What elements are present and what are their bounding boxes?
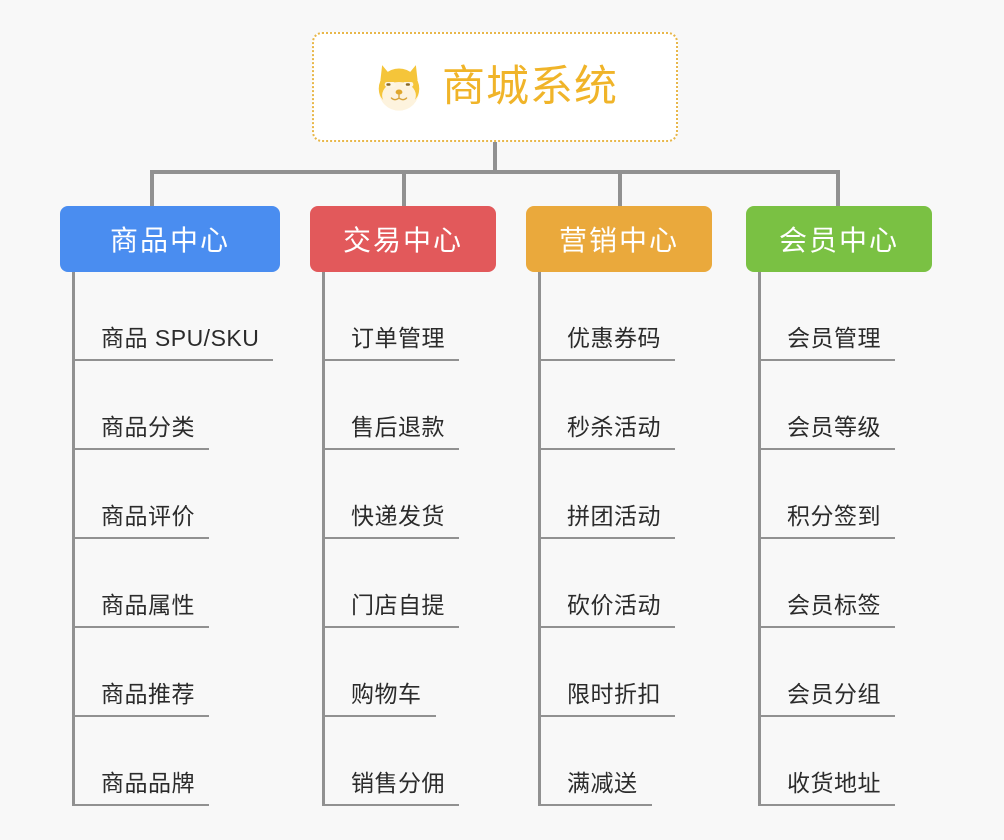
category-box-member-center[interactable]: 会员中心 [746,206,932,272]
category-label: 营销中心 [558,225,679,256]
leaf-label: 砍价活动 [541,586,675,628]
connector-horizontal-bus [150,170,840,174]
list-item[interactable]: 砍价活动 [541,539,746,628]
root-node[interactable]: 商城系统 [312,32,678,142]
leaf-label: 优惠券码 [541,319,675,361]
category-box-product-center[interactable]: 商品中心 [60,206,280,272]
leaf-list-trade-center: 订单管理 售后退款 快递发货 门店自提 购物车 销售分佣 [322,272,530,806]
list-item[interactable]: 商品推荐 [75,628,280,717]
connector-root-stem [493,142,497,173]
leaf-label: 购物车 [325,675,436,717]
category-box-trade-center[interactable]: 交易中心 [310,206,496,272]
column-member-center: 会员中心 会员管理 会员等级 积分签到 会员标签 会员分组 收货地址 [746,206,966,806]
list-item[interactable]: 积分签到 [761,450,966,539]
list-item[interactable]: 收货地址 [761,717,966,806]
leaf-list-marketing-center: 优惠券码 秒杀活动 拼团活动 砍价活动 限时折扣 满减送 [538,272,746,806]
leaf-label: 收货地址 [761,764,895,806]
list-item[interactable]: 销售分佣 [325,717,530,806]
list-item[interactable]: 门店自提 [325,539,530,628]
connector-drop-member-center [836,170,840,208]
connector-drop-product-center [150,170,154,208]
list-item[interactable]: 商品评价 [75,450,280,539]
list-item[interactable]: 商品 SPU/SKU [75,272,280,361]
leaf-label: 门店自提 [325,586,459,628]
leaf-list-product-center: 商品 SPU/SKU 商品分类 商品评价 商品属性 商品推荐 商品品牌 [72,272,280,806]
leaf-label: 满减送 [541,764,652,806]
leaf-label: 会员分组 [761,675,895,717]
category-label: 会员中心 [778,225,899,256]
leaf-label: 限时折扣 [541,675,675,717]
leaf-label: 商品推荐 [75,675,209,717]
leaf-label: 会员管理 [761,319,895,361]
leaf-label: 销售分佣 [325,764,459,806]
list-item[interactable]: 限时折扣 [541,628,746,717]
leaf-label: 商品 SPU/SKU [75,319,274,361]
leaf-label: 会员等级 [761,408,895,450]
category-box-marketing-center[interactable]: 营销中心 [526,206,712,272]
list-item[interactable]: 商品品牌 [75,717,280,806]
connector-drop-marketing-center [618,170,622,208]
list-item[interactable]: 会员标签 [761,539,966,628]
list-item[interactable]: 商品分类 [75,361,280,450]
category-label: 交易中心 [342,225,463,256]
leaf-label: 积分签到 [761,497,895,539]
root-title: 商城系统 [442,62,618,111]
category-label: 商品中心 [109,225,230,256]
shiba-dog-face-icon [378,65,420,111]
list-item[interactable]: 会员等级 [761,361,966,450]
list-item[interactable]: 会员分组 [761,628,966,717]
leaf-label: 秒杀活动 [541,408,675,450]
leaf-label: 订单管理 [325,319,459,361]
list-item[interactable]: 满减送 [541,717,746,806]
leaf-label: 商品分类 [75,408,209,450]
column-product-center: 商品中心 商品 SPU/SKU 商品分类 商品评价 商品属性 商品推荐 商品品牌 [60,206,280,806]
list-item[interactable]: 售后退款 [325,361,530,450]
list-item[interactable]: 购物车 [325,628,530,717]
column-marketing-center: 营销中心 优惠券码 秒杀活动 拼团活动 砍价活动 限时折扣 满减送 [526,206,746,806]
list-item[interactable]: 优惠券码 [541,272,746,361]
leaf-label: 快递发货 [325,497,459,539]
list-item[interactable]: 订单管理 [325,272,530,361]
list-item[interactable]: 商品属性 [75,539,280,628]
list-item[interactable]: 秒杀活动 [541,361,746,450]
leaf-label: 商品品牌 [75,764,209,806]
leaf-list-member-center: 会员管理 会员等级 积分签到 会员标签 会员分组 收货地址 [758,272,966,806]
leaf-label: 售后退款 [325,408,459,450]
list-item[interactable]: 会员管理 [761,272,966,361]
list-item[interactable]: 快递发货 [325,450,530,539]
connector-drop-trade-center [402,170,406,208]
leaf-label: 拼团活动 [541,497,675,539]
list-item[interactable]: 拼团活动 [541,450,746,539]
leaf-label: 商品评价 [75,497,209,539]
column-trade-center: 交易中心 订单管理 售后退款 快递发货 门店自提 购物车 销售分佣 [310,206,530,806]
leaf-label: 商品属性 [75,586,209,628]
leaf-label: 会员标签 [761,586,895,628]
